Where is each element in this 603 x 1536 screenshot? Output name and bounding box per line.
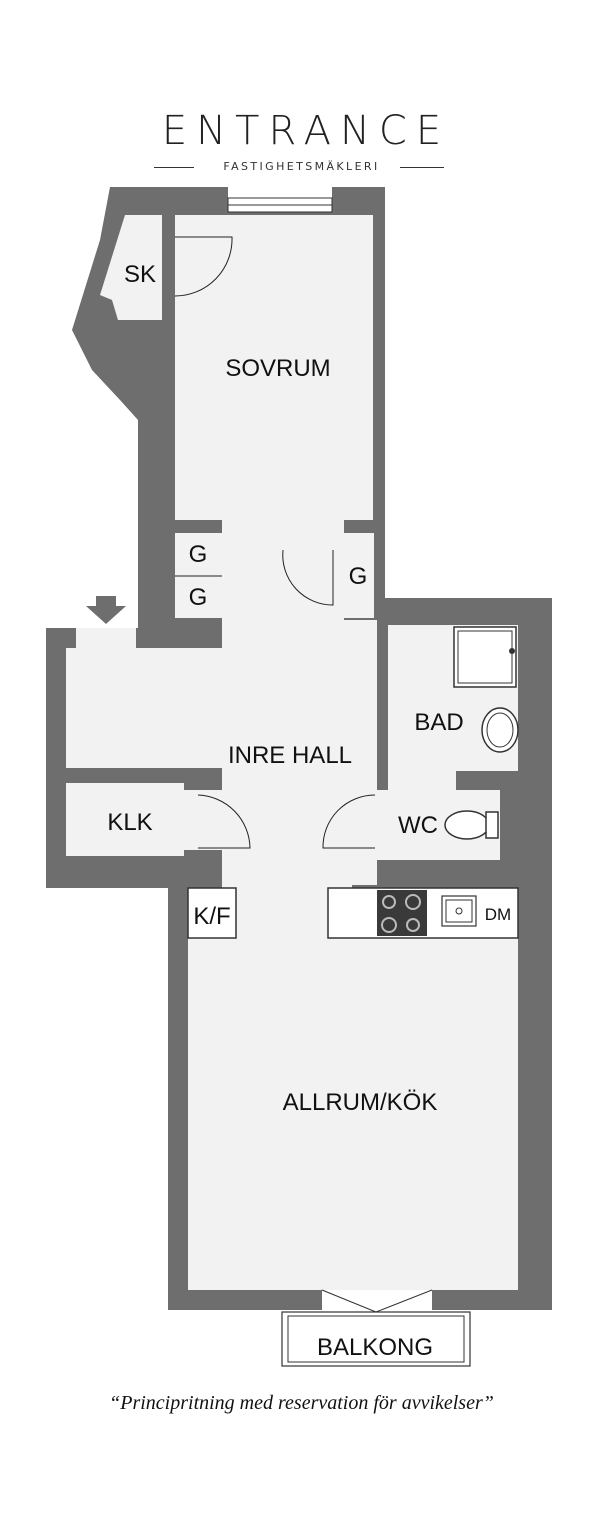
toilet-icon	[444, 810, 499, 840]
door-g-right	[282, 549, 334, 606]
label-dm: DM	[485, 905, 511, 924]
door-wc	[322, 794, 376, 849]
label-bad: BAD	[414, 709, 463, 736]
sink-icon	[481, 707, 519, 753]
floor-bad-link	[388, 771, 456, 791]
brand-tagline: FASTIGHETSMÄKLERI	[223, 160, 380, 173]
tagline-rule-left	[154, 167, 194, 168]
door-swings	[174, 236, 376, 849]
floor-klk-door	[184, 790, 224, 850]
floor-entry	[66, 648, 222, 768]
label-allrum-kok: ALLRUM/KÖK	[283, 1089, 438, 1116]
entrance-arrow-icon	[86, 596, 126, 624]
disclaimer: “Principritning med reservation för avvi…	[109, 1392, 494, 1414]
kitchen-counter	[327, 887, 519, 939]
label-wc: WC	[398, 812, 438, 839]
brand-logo: ENTRANCE FASTIGHETSMÄKLERI	[0, 108, 603, 173]
label-klk: KLK	[107, 809, 152, 836]
brand-tagline-row: FASTIGHETSMÄKLERI	[0, 160, 603, 174]
floor-g-right	[344, 533, 374, 618]
balcony	[281, 1289, 471, 1367]
label-g2: G	[189, 584, 208, 611]
label-balkong: BALKONG	[317, 1334, 433, 1361]
floor-entry-door	[76, 628, 136, 650]
label-g3: G	[349, 563, 368, 590]
tagline-rule-right	[400, 167, 444, 168]
label-kf: K/F	[193, 903, 230, 930]
kitchen-sink-icon	[441, 895, 477, 927]
label-sovrum: SOVRUM	[225, 355, 330, 382]
floor-allrum-link	[222, 860, 352, 890]
door-klk	[197, 794, 251, 849]
brand-name: ENTRANCE	[161, 108, 451, 154]
label-g1: G	[189, 541, 208, 568]
floor-sovrum	[175, 215, 373, 520]
label-sk: SK	[124, 261, 156, 288]
floor-corridor	[222, 520, 344, 620]
kf-box	[187, 887, 237, 939]
shower-icon	[453, 626, 517, 688]
floor-allrum	[188, 888, 518, 1290]
window-top	[227, 197, 333, 213]
floor-inre-hall	[222, 620, 377, 885]
label-inre-hall: INRE HALL	[228, 742, 352, 769]
door-sk	[174, 236, 233, 297]
floor-sk	[100, 215, 162, 320]
floor-klk	[66, 783, 184, 856]
